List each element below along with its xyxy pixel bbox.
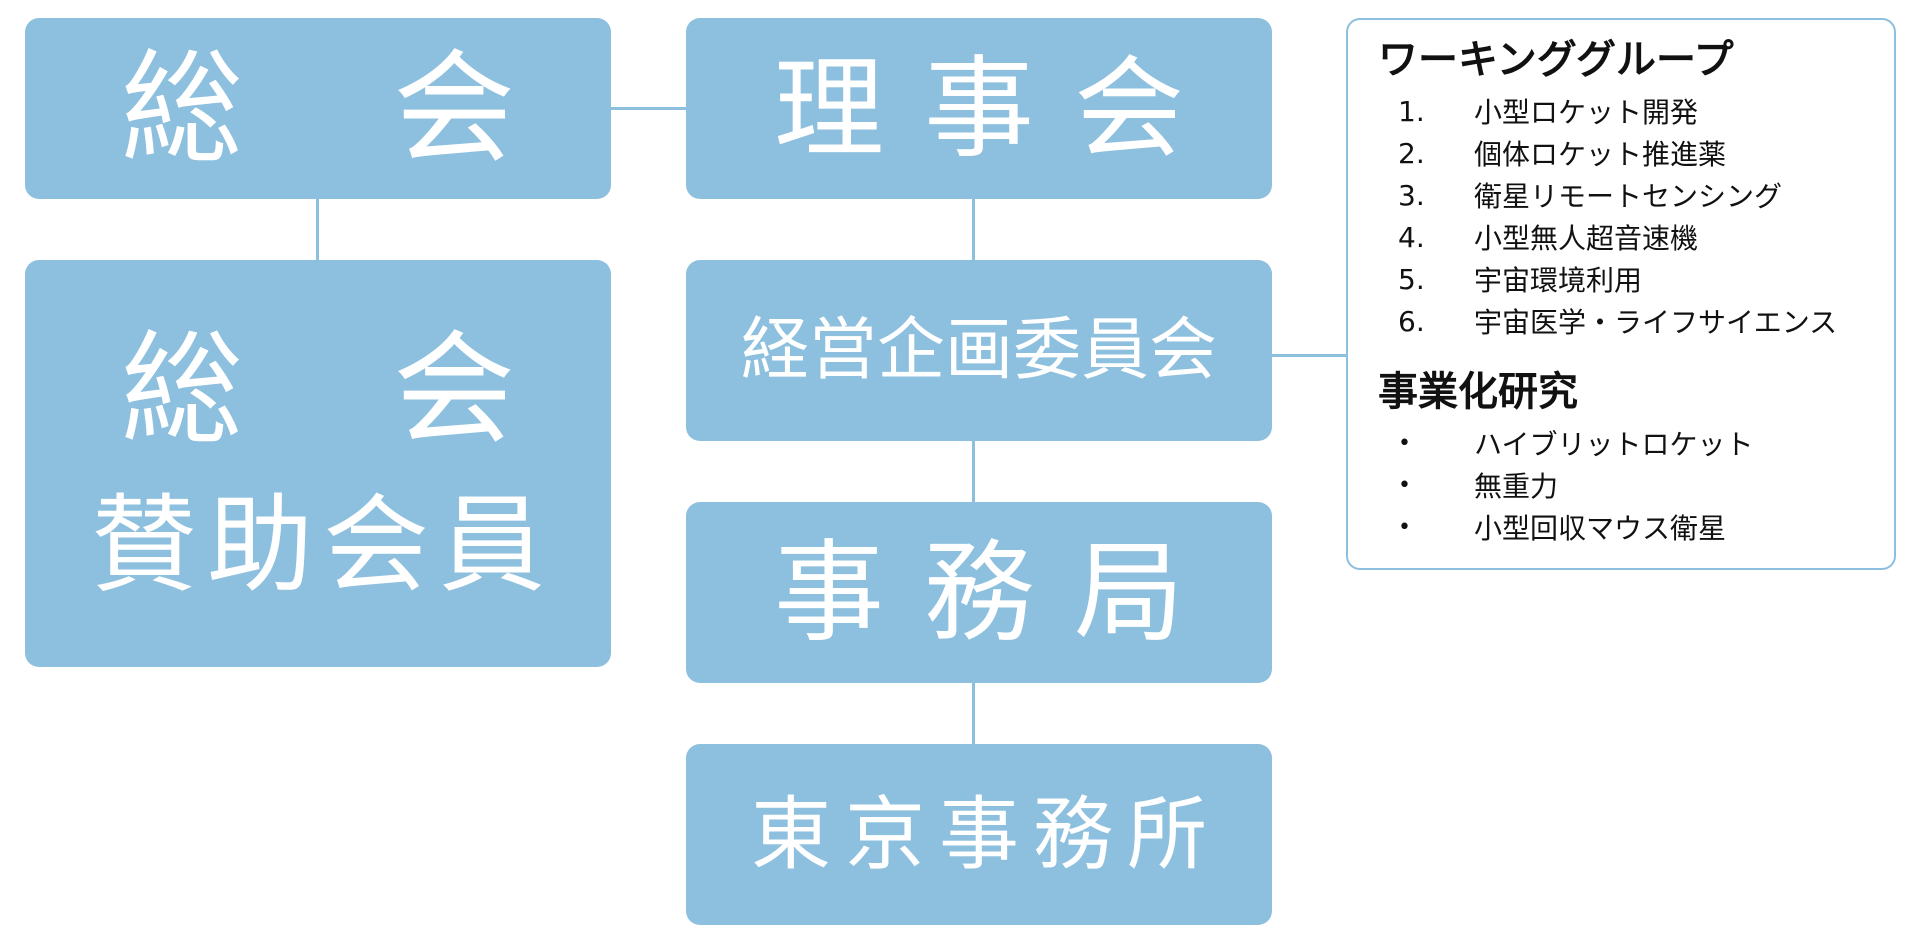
list-item-label: 小型無人超音速機	[1474, 222, 1699, 255]
connector-keiei-jimukyoku	[972, 441, 975, 502]
list-item: 6. 宇宙医学・ライフサイエンス	[1378, 300, 1894, 342]
list-item-label: 衛星リモートセンシング	[1474, 180, 1783, 213]
org-box-rijikai-label: 理事会	[774, 44, 1224, 173]
list-item-label: 宇宙医学・ライフサイエンス	[1474, 306, 1838, 339]
org-box-soukai: 総会	[25, 18, 611, 199]
committee-detail-panel: ワーキンググループ 1. 小型ロケット開発 2. 個体ロケット推進薬 3. 衛星…	[1346, 18, 1896, 570]
org-box-jimukyoku: 事務局	[686, 502, 1272, 683]
list-number: 4.	[1398, 220, 1425, 254]
org-box-keiei-kikaku-label: 経営企画委員会	[740, 310, 1217, 390]
bullet-icon: •	[1398, 430, 1411, 456]
connector-rijikai-keiei	[972, 199, 975, 260]
list-number: 1.	[1398, 94, 1425, 128]
org-box-soukai-supporters: 総会 賛助会員	[25, 260, 611, 667]
list-item-label: 小型ロケット開発	[1474, 96, 1699, 129]
list-item: • 無重力	[1378, 464, 1894, 506]
list-item: • 小型回収マウス衛星	[1378, 506, 1894, 548]
org-box-soukai-label: 総会	[121, 37, 665, 180]
org-box-rijikai: 理事会	[686, 18, 1272, 199]
business-research-heading: 事業化研究	[1378, 369, 1578, 415]
org-box-soukai-main-label: 総会	[121, 318, 665, 461]
business-research-list: • ハイブリットロケット • 無重力 • 小型回収マウス衛星	[1378, 422, 1894, 548]
connector-jimukyoku-tokyo	[972, 683, 975, 744]
list-number: 3.	[1398, 178, 1425, 212]
org-box-keiei-kikaku: 経営企画委員会	[686, 260, 1272, 441]
list-item: 5. 宇宙環境利用	[1378, 258, 1894, 300]
list-item-label: 宇宙環境利用	[1474, 264, 1643, 297]
list-number: 2.	[1398, 136, 1425, 170]
bullet-icon: •	[1398, 514, 1411, 540]
list-item: • ハイブリットロケット	[1378, 422, 1894, 464]
org-box-tokyo-office-label: 東京事務所	[751, 787, 1221, 881]
list-item-label: 個体ロケット推進薬	[1474, 138, 1727, 171]
connector-soukai-rijikai	[611, 107, 686, 110]
org-box-supporters-label: 賛助会員	[91, 483, 555, 607]
list-number: 5.	[1398, 262, 1425, 296]
list-item-label: ハイブリットロケット	[1474, 428, 1754, 461]
list-item: 1. 小型ロケット開発	[1378, 90, 1894, 132]
org-box-tokyo-office: 東京事務所	[686, 744, 1272, 925]
org-box-jimukyoku-label: 事務局	[774, 528, 1224, 657]
list-item-label: 小型回収マウス衛星	[1474, 512, 1727, 545]
list-item: 3. 衛星リモートセンシング	[1378, 174, 1894, 216]
working-groups-list: 1. 小型ロケット開発 2. 個体ロケット推進薬 3. 衛星リモートセンシング …	[1378, 90, 1894, 342]
list-item: 4. 小型無人超音速機	[1378, 216, 1894, 258]
connector-keiei-panel	[1272, 354, 1346, 357]
bullet-icon: •	[1398, 472, 1411, 498]
list-number: 6.	[1398, 304, 1425, 338]
list-item-label: 無重力	[1474, 470, 1559, 503]
list-item: 2. 個体ロケット推進薬	[1378, 132, 1894, 174]
connector-soukai-vertical	[316, 199, 319, 260]
working-groups-heading: ワーキンググループ	[1378, 37, 1734, 83]
